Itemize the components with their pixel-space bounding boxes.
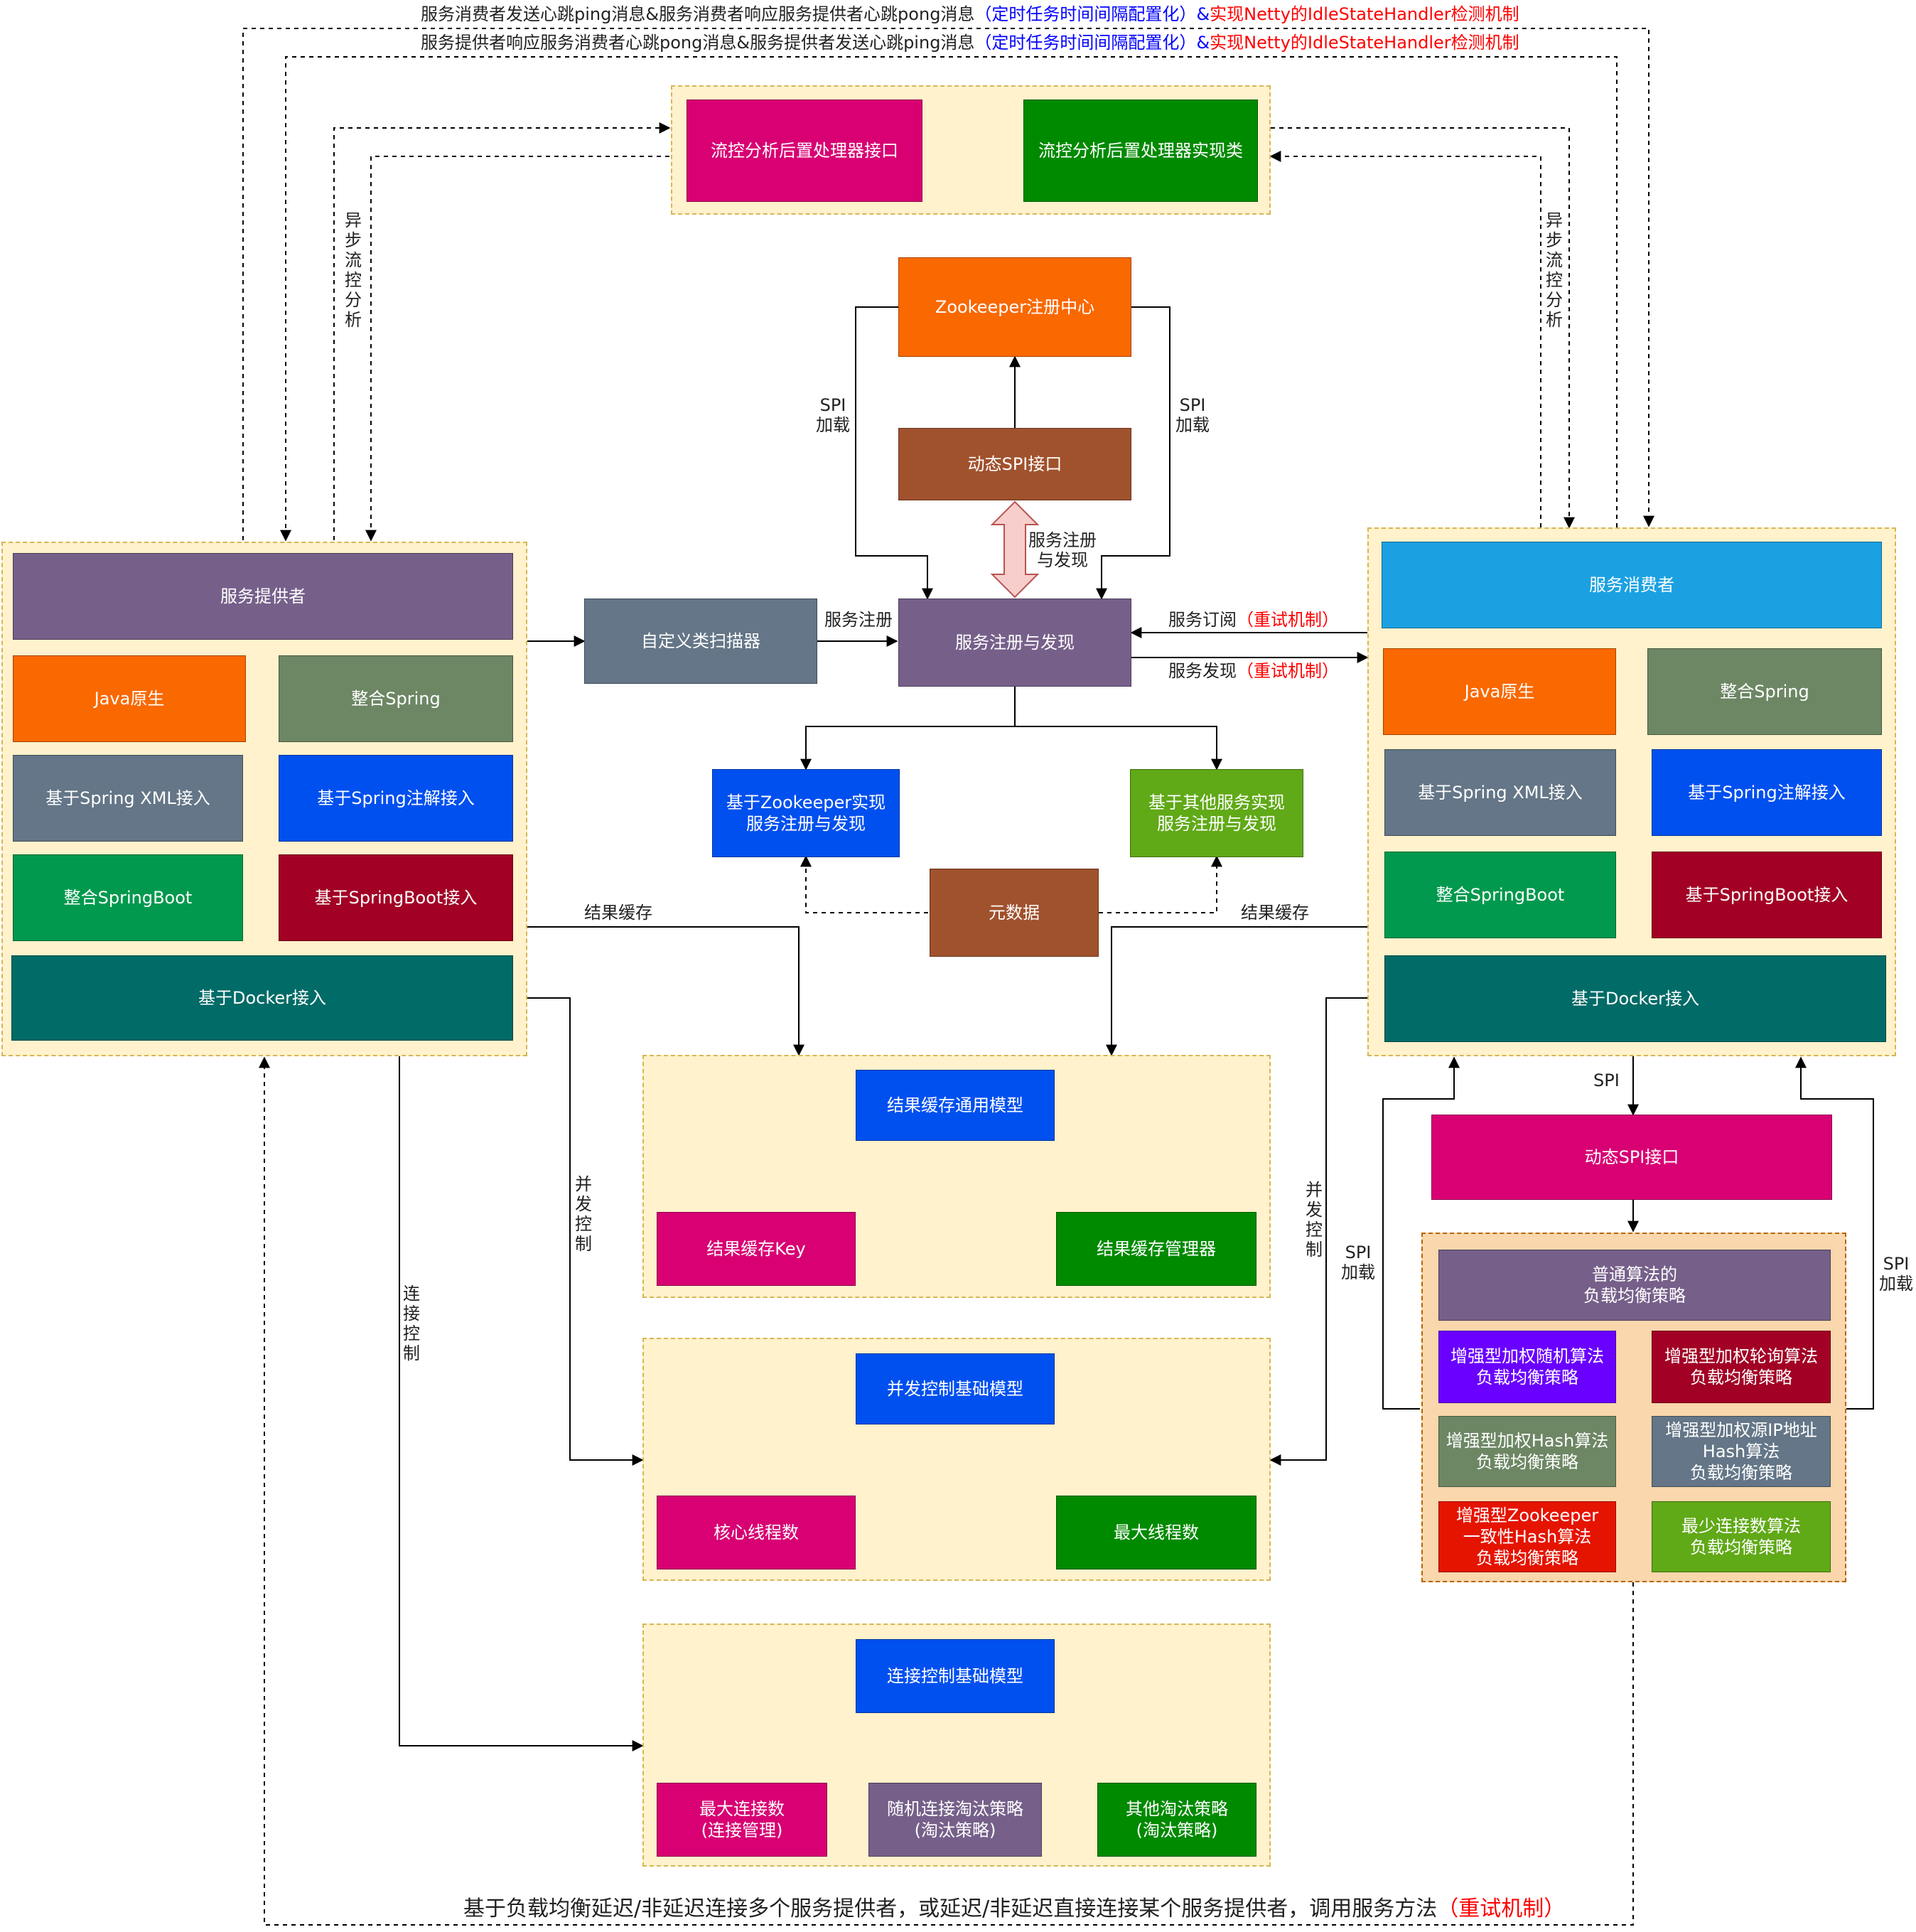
connection-model[interactable]: 连接控制基础模型 (856, 1639, 1055, 1713)
connection-label: 连接控制 (403, 1284, 420, 1363)
zk-spi-load-left (855, 306, 933, 600)
consumer-java[interactable]: Java原生 (1383, 648, 1616, 735)
heartbeat-label-2: 服务提供者响应服务消费者心跳pong消息&服务提供者发送心跳ping消息（定时任… (421, 33, 1519, 53)
provider-concurrency-line (527, 997, 644, 1466)
invoke-caption-retry: （重试机制） (1437, 1896, 1566, 1921)
provider-springboot-in[interactable]: 基于SpringBoot接入 (279, 854, 513, 941)
heartbeat-label-2-amp: & (1196, 33, 1210, 53)
heartbeat-label-1: 服务消费者发送心跳ping消息&服务消费者响应服务提供者心跳pong消息（定时任… (421, 4, 1519, 24)
max-connections[interactable]: 最大连接数 (连接管理) (657, 1783, 827, 1857)
consumer-springboot[interactable]: 整合SpringBoot (1384, 852, 1616, 938)
invoke-caption: 基于负载均衡延迟/非延迟连接多个服务提供者，或延迟/非延迟直接连接某个服务提供者… (463, 1896, 1565, 1922)
spi-load-label-right: SPI 加载 (1175, 395, 1210, 435)
concurrency-label-left: 并发控制 (575, 1174, 592, 1254)
discover-retry: （重试机制） (1237, 661, 1339, 681)
lb-zk-consistent-hash[interactable]: 增强型Zookeeper 一致性Hash算法 负载均衡策略 (1438, 1501, 1616, 1572)
spi-reg-double-arrow (990, 500, 1040, 599)
metadata-to-other-impl (1099, 855, 1222, 913)
lb-weighted-hash[interactable]: 增强型加权Hash算法 负载均衡策略 (1438, 1416, 1616, 1487)
other-impl-box[interactable]: 基于其他服务实现 服务注册与发现 (1130, 769, 1303, 857)
heartbeat-label-2-text: 服务提供者响应服务消费者心跳pong消息&服务提供者发送心跳ping消息 (421, 33, 975, 53)
heartbeat-label-2-netty: 实现Netty的IdleStateHandler检测机制 (1210, 33, 1519, 53)
reg-to-impls (800, 687, 1016, 771)
heartbeat-label-1-text: 服务消费者发送心跳ping消息&服务消费者响应服务提供者心跳pong消息 (421, 4, 975, 24)
core-threads[interactable]: 核心线程数 (657, 1496, 856, 1569)
registry-dynamic-spi[interactable]: 动态SPI接口 (898, 428, 1131, 500)
heartbeat-line-1 (242, 28, 1654, 540)
consumer-cache-line (1106, 926, 1367, 1056)
flow-control-impl[interactable]: 流控分析后置处理器实现类 (1023, 100, 1258, 202)
result-cache-model[interactable]: 结果缓存通用模型 (856, 1070, 1055, 1141)
heartbeat-label-1-amp: & (1196, 4, 1210, 24)
async-flow-label-left: 异步流控分析 (345, 210, 362, 330)
async-flow-right-out (1269, 151, 1541, 527)
service-register-label: 服务注册 (824, 610, 893, 630)
lb-weighted-random[interactable]: 增强型加权随机算法 负载均衡策略 (1438, 1331, 1616, 1403)
lb-weighted-ip-hash[interactable]: 增强型加权源IP地址 Hash算法 负载均衡策略 (1652, 1416, 1831, 1487)
flow-control-interface[interactable]: 流控分析后置处理器接口 (687, 100, 922, 202)
consumer-spring-xml[interactable]: 基于Spring XML接入 (1384, 749, 1616, 836)
async-flow-left-out (333, 122, 671, 540)
reg-to-other-impl (1015, 726, 1222, 771)
spi-load-label-left: SPI 加载 (816, 395, 850, 435)
concurrency-model[interactable]: 并发控制基础模型 (856, 1353, 1055, 1424)
lb-spi-load-label-left: SPI 加载 (1341, 1243, 1375, 1282)
custom-class-scanner[interactable]: 自定义类扫描器 (584, 599, 817, 684)
heartbeat-line-2 (280, 56, 1618, 542)
provider-connection-line (399, 1056, 644, 1751)
result-cache-label-right: 结果缓存 (1241, 903, 1309, 923)
lb-normal[interactable]: 普通算法的 负载均衡策略 (1438, 1250, 1831, 1321)
lb-spi-load-label-right: SPI 加载 (1879, 1254, 1913, 1294)
invoke-caption-text: 基于负载均衡延迟/非延迟连接多个服务提供者，或延迟/非延迟直接连接某个服务提供者… (463, 1896, 1438, 1921)
consumer-spring[interactable]: 整合Spring (1647, 648, 1882, 735)
service-registry-discovery[interactable]: 服务注册与发现 (898, 599, 1131, 687)
zookeeper-registry[interactable]: Zookeeper注册中心 (898, 257, 1131, 357)
random-eviction[interactable]: 随机连接淘汰策略 (淘汰策略) (868, 1783, 1042, 1857)
metadata-to-zk-impl (800, 855, 928, 913)
zk-impl-box[interactable]: 基于Zookeeper实现 服务注册与发现 (712, 769, 900, 857)
provider-spring[interactable]: 整合Spring (279, 655, 513, 742)
spi-reg-label: 服务注册 与发现 (1028, 530, 1097, 570)
metadata-box[interactable]: 元数据 (930, 869, 1099, 957)
provider-springboot[interactable]: 整合SpringBoot (13, 854, 243, 941)
spi-label: SPI (1593, 1070, 1620, 1090)
lb-weighted-round-robin[interactable]: 增强型加权轮询算法 负载均衡策略 (1652, 1331, 1831, 1403)
heartbeat-label-2-config: （定时任务时间间隔配置化） (974, 33, 1197, 53)
provider-spring-anno[interactable]: 基于Spring注解接入 (279, 755, 513, 842)
result-cache-manager[interactable]: 结果缓存管理器 (1056, 1212, 1256, 1286)
subscribe-label: 服务订阅（重试机制） (1168, 610, 1339, 630)
provider-java[interactable]: Java原生 (13, 655, 246, 742)
consumer-concurrency-line (1269, 997, 1367, 1466)
consumer-springboot-in[interactable]: 基于SpringBoot接入 (1652, 852, 1882, 938)
consumer-spring-anno[interactable]: 基于Spring注解接入 (1652, 749, 1882, 836)
max-threads[interactable]: 最大线程数 (1056, 1496, 1256, 1569)
other-eviction[interactable]: 其他淘汰策略 (淘汰策略) (1097, 1783, 1256, 1857)
lb-spi-load-left (1382, 1056, 1460, 1410)
provider-docker[interactable]: 基于Docker接入 (11, 955, 513, 1041)
provider-spring-xml[interactable]: 基于Spring XML接入 (13, 755, 243, 842)
lb-spi-load-right (1795, 1056, 1874, 1410)
heartbeat-label-1-config: （定时任务时间间隔配置化） (974, 4, 1197, 24)
consumer-docker[interactable]: 基于Docker接入 (1384, 955, 1886, 1042)
discover-label-text: 服务发现 (1168, 661, 1237, 681)
subscribe-label-text: 服务订阅 (1168, 610, 1237, 630)
subscribe-retry: （重试机制） (1237, 610, 1339, 630)
async-flow-left-in (365, 156, 669, 542)
concurrency-label-right: 并发控制 (1306, 1180, 1323, 1260)
lb-least-connections[interactable]: 最少连接数算法 负载均衡策略 (1652, 1501, 1831, 1572)
invoke-loop (259, 1056, 1634, 1926)
async-flow-label-right: 异步流控分析 (1546, 210, 1563, 330)
heartbeat-label-1-netty: 实现Netty的IdleStateHandler检测机制 (1210, 4, 1519, 24)
provider-title[interactable]: 服务提供者 (13, 553, 513, 640)
lb-dynamic-spi[interactable]: 动态SPI接口 (1431, 1115, 1832, 1200)
provider-cache-line (527, 926, 804, 1056)
discover-label: 服务发现（重试机制） (1168, 661, 1339, 681)
zk-spi-load-right (1096, 306, 1170, 600)
result-cache-key[interactable]: 结果缓存Key (657, 1212, 856, 1286)
result-cache-label-left: 结果缓存 (584, 903, 652, 923)
async-flow-right-in (1271, 127, 1575, 529)
consumer-title[interactable]: 服务消费者 (1382, 542, 1882, 628)
